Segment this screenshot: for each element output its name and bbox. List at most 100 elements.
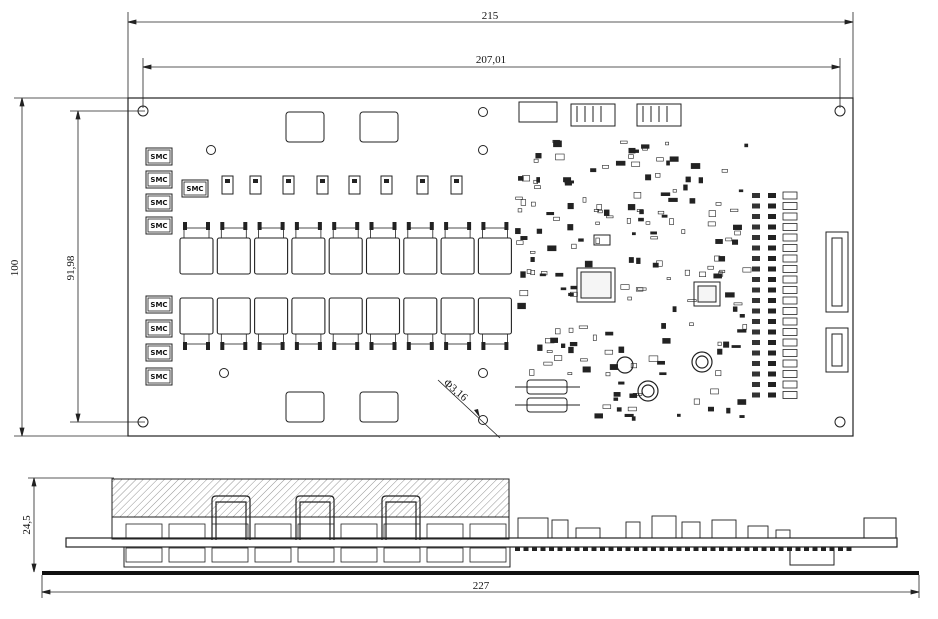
smd-part <box>568 327 574 333</box>
smd-part <box>666 160 670 166</box>
smd-part <box>561 343 566 348</box>
smd-part <box>616 407 622 412</box>
smd-part <box>742 267 752 273</box>
side-smd <box>710 547 716 551</box>
mosfet <box>365 297 401 350</box>
resistor <box>768 277 776 282</box>
smd-part <box>534 185 541 189</box>
smd-part <box>666 277 671 280</box>
resistor <box>768 340 776 345</box>
smd-part <box>672 306 677 313</box>
side-mosfet <box>340 523 378 539</box>
led <box>782 223 798 231</box>
smd-part <box>719 269 726 273</box>
dim-overall-width-label: 215 <box>482 10 499 22</box>
smd-part <box>533 158 539 163</box>
smd-part <box>661 323 666 329</box>
side-smd <box>634 547 639 551</box>
smd-part <box>624 413 634 417</box>
smd-part <box>726 407 731 414</box>
side-logic-part <box>517 517 549 539</box>
led <box>782 359 798 368</box>
side-smd <box>829 547 835 551</box>
side-mosfet-bottom <box>211 547 249 563</box>
led <box>782 349 798 357</box>
smd-part <box>744 143 749 148</box>
smd-part <box>520 199 527 206</box>
resistor <box>752 224 760 230</box>
smd-part <box>536 177 540 183</box>
smd-part <box>636 257 641 264</box>
mounting-holes <box>137 105 846 428</box>
side-smd <box>753 547 758 551</box>
resistor <box>768 329 776 335</box>
smd-part <box>568 292 574 297</box>
sot-package <box>450 175 463 195</box>
sot-pad <box>454 179 459 183</box>
side-smd <box>761 547 767 551</box>
side-logic-part <box>747 525 769 539</box>
resistor <box>768 266 776 272</box>
smd-part <box>668 197 678 202</box>
small-transistors-row <box>221 175 463 195</box>
mosfet <box>291 222 326 275</box>
sot-package <box>416 175 429 195</box>
side-mosfet <box>211 523 249 539</box>
smd-part <box>718 256 726 262</box>
side-smd <box>523 547 529 551</box>
resistor <box>752 350 760 356</box>
smd-part <box>725 237 733 242</box>
smd-part <box>547 245 557 252</box>
power-resistors <box>515 379 580 413</box>
smd-part <box>555 328 561 335</box>
mosfet <box>291 297 326 350</box>
led <box>782 286 798 294</box>
sot-pad <box>320 179 325 183</box>
smd-part <box>569 341 578 347</box>
smd-part <box>632 393 643 396</box>
mosfet <box>403 297 438 350</box>
led <box>782 212 798 221</box>
sot-pad <box>286 179 291 183</box>
sot-package <box>282 175 295 195</box>
side-mosfet <box>383 523 421 539</box>
smd-part <box>639 209 644 215</box>
led <box>782 296 798 305</box>
resistor <box>752 298 760 303</box>
smd-part <box>685 176 691 183</box>
smd-part <box>689 322 694 326</box>
dim-215 <box>127 12 854 100</box>
smd-part <box>698 177 703 184</box>
smd-part <box>645 174 652 181</box>
resistor <box>768 193 776 198</box>
side-smd <box>515 547 520 551</box>
side-smd <box>583 547 588 551</box>
diameter-leader <box>437 379 501 439</box>
led <box>782 254 798 263</box>
smd-part <box>602 404 612 409</box>
smd-part <box>582 366 591 373</box>
smd-part <box>645 221 651 225</box>
led <box>782 191 798 200</box>
smd-part <box>652 262 659 268</box>
smd-part <box>553 216 560 221</box>
smd-part <box>660 192 671 196</box>
resistor <box>752 382 760 387</box>
side-mosfet <box>469 523 507 539</box>
dim-hole-diameter-label: Φ3,16 <box>441 377 470 404</box>
smd-part <box>699 271 706 277</box>
smd-part <box>582 197 587 203</box>
mosfet <box>254 222 289 275</box>
resistor <box>752 319 760 324</box>
resistor <box>752 371 760 377</box>
side-smd <box>574 547 580 551</box>
smd-part <box>580 358 588 362</box>
smd-part <box>628 257 634 263</box>
side-smd <box>744 547 750 551</box>
resistor <box>768 382 776 387</box>
side-smd <box>668 547 673 551</box>
side-mosfet-bottom <box>125 547 163 563</box>
smd-part <box>613 392 621 397</box>
smd-part <box>596 204 602 210</box>
smd-part <box>554 355 563 361</box>
